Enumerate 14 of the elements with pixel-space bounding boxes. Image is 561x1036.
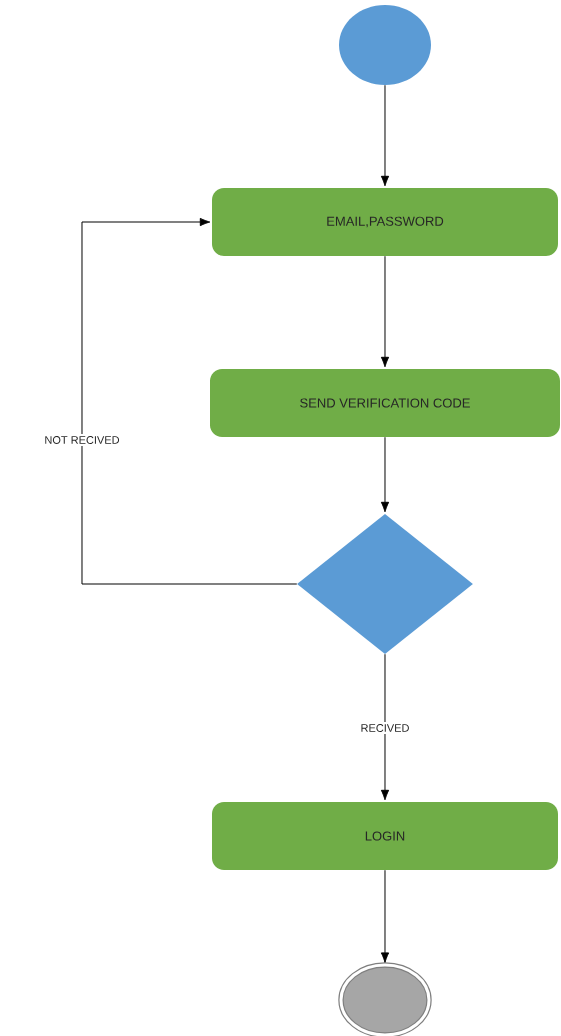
- activity-box: LOGIN: [212, 802, 558, 870]
- start-state-circle: [339, 5, 431, 85]
- arrow: [81, 217, 298, 585]
- arrow: [380, 436, 390, 513]
- end-state-circle: [338, 962, 432, 1036]
- decision-diamond: [297, 514, 473, 654]
- arrow: [380, 869, 390, 963]
- edge-label: RECIVED: [358, 722, 412, 734]
- arrow: [380, 255, 390, 368]
- arrow: [380, 653, 390, 801]
- edge-label: NOT RECIVED: [42, 434, 122, 446]
- arrow: [380, 84, 390, 187]
- activity-box: SEND VERIFICATION CODE: [210, 369, 560, 437]
- activity-box: EMAIL,PASSWORD: [212, 188, 558, 256]
